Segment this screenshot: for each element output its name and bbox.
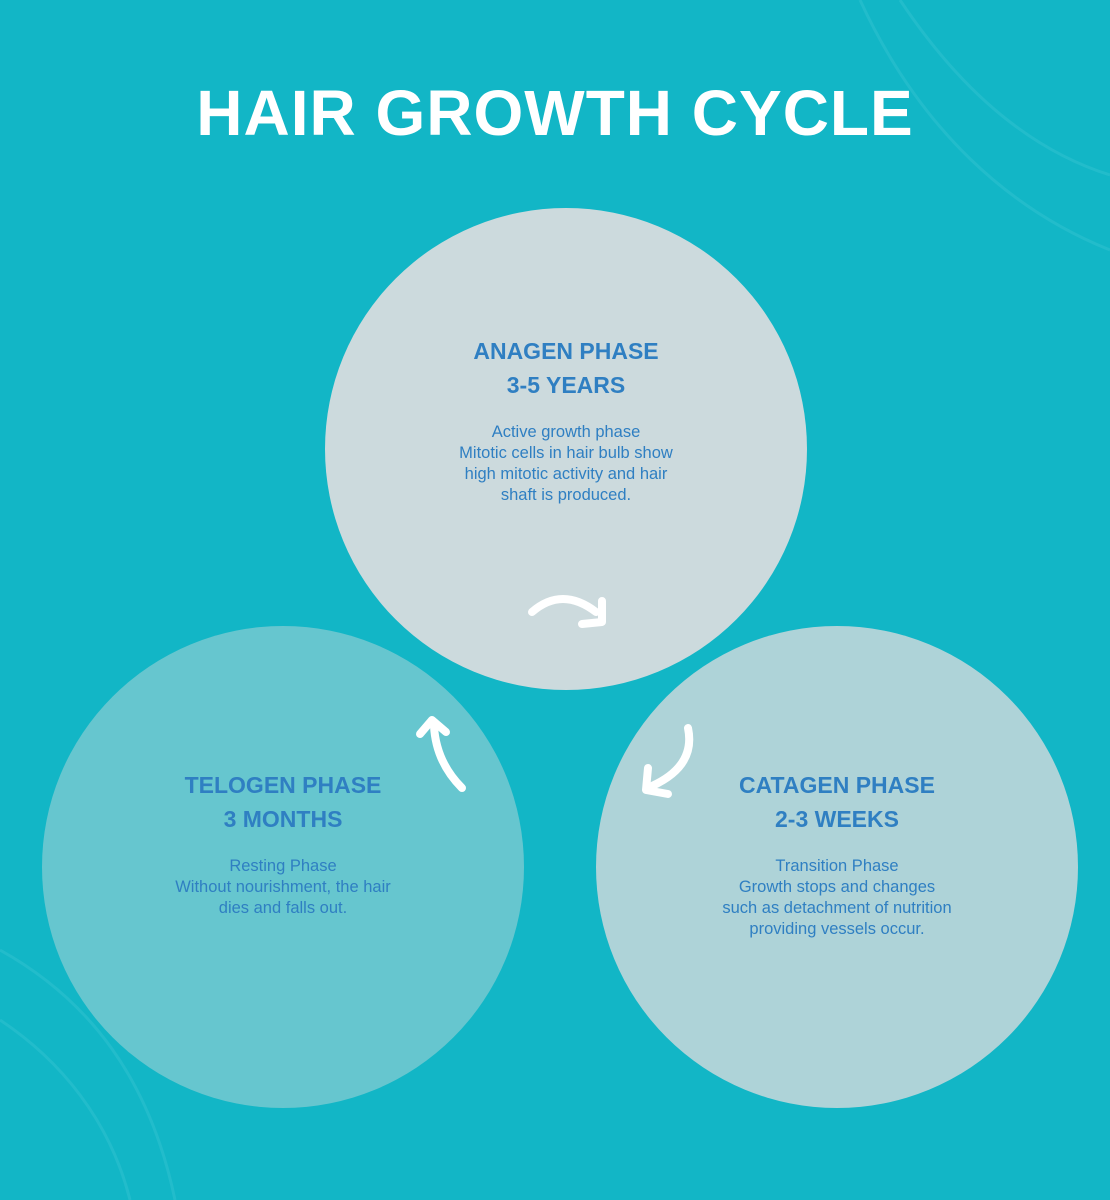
anagen-phase-name: ANAGEN PHASE [473, 338, 659, 364]
anagen-phase-content: ANAGEN PHASE 3-5 YEARS Active growth pha… [325, 334, 807, 506]
catagen-phase-circle: CATAGEN PHASE 2-3 WEEKS Transition Phase… [596, 626, 1078, 1108]
telogen-desc-line: Without nourishment, the hair [175, 878, 391, 896]
anagen-desc-line: Mitotic cells in hair bulb show [459, 444, 673, 462]
catagen-phase-content: CATAGEN PHASE 2-3 WEEKS Transition Phase… [596, 768, 1078, 940]
catagen-desc-line: Transition Phase [775, 857, 899, 875]
anagen-desc-line: Active growth phase [491, 423, 641, 441]
telogen-desc-line: dies and falls out. [218, 899, 348, 917]
anagen-desc-line: high mitotic activity and hair [464, 465, 668, 483]
telogen-desc-line: Resting Phase [229, 857, 337, 875]
telogen-phase-content: TELOGEN PHASE 3 MONTHS Resting Phase Wit… [42, 768, 524, 919]
page-title: HAIR GROWTH CYCLE [196, 77, 914, 149]
anagen-desc-line: shaft is produced. [500, 486, 632, 504]
catagen-phase-description: Transition Phase Growth stops and change… [596, 856, 1078, 940]
catagen-desc-line: providing vessels occur. [749, 920, 925, 938]
curved-arrow-icon [528, 595, 606, 628]
anagen-phase-circle: ANAGEN PHASE 3-5 YEARS Active growth pha… [325, 208, 807, 690]
curved-arrow-icon [642, 724, 694, 798]
telogen-phase-description: Resting Phase Without nourishment, the h… [42, 856, 524, 919]
telogen-phase-circle: TELOGEN PHASE 3 MONTHS Resting Phase Wit… [42, 626, 524, 1108]
telogen-phase-name: TELOGEN PHASE [184, 772, 382, 798]
curved-arrow-icon [416, 716, 466, 792]
catagen-phase-duration: 2-3 WEEKS [775, 806, 899, 832]
catagen-phase-name: CATAGEN PHASE [739, 772, 935, 798]
catagen-desc-line: such as detachment of nutrition [722, 899, 952, 917]
catagen-desc-line: Growth stops and changes [738, 878, 936, 896]
anagen-phase-description: Active growth phase Mitotic cells in hai… [325, 422, 807, 506]
anagen-phase-duration: 3-5 YEARS [506, 372, 626, 398]
telogen-phase-duration: 3 MONTHS [223, 806, 343, 832]
